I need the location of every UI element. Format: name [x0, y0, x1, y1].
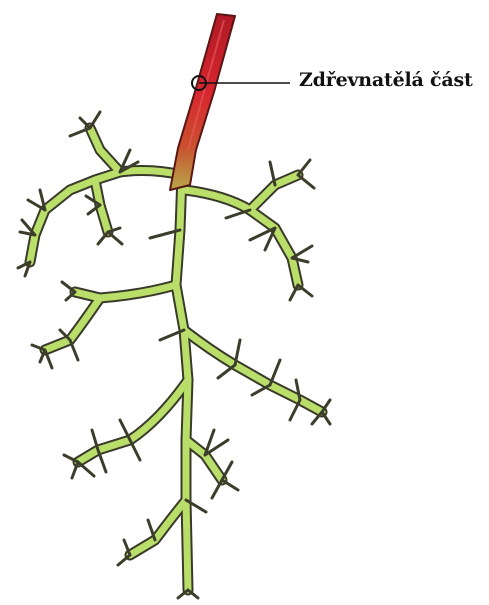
rachis-outline [30, 128, 322, 590]
woody-stem [170, 14, 235, 190]
woody-part-label: Zdřevnatělá část [299, 69, 473, 91]
